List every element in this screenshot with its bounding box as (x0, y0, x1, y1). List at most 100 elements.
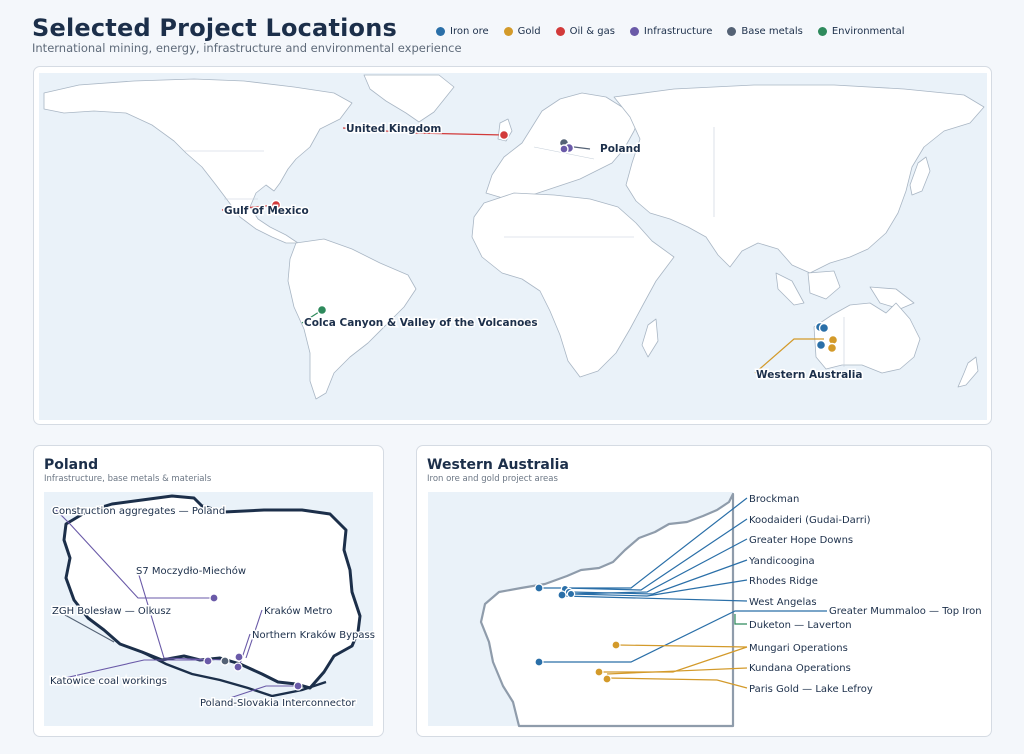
wa-label-paris: Paris Gold — Lake Lefroy (749, 684, 873, 695)
land-greenland (363, 74, 455, 123)
wa-coastline (479, 492, 735, 728)
wa-label-west-angelas: West Angelas (749, 597, 817, 608)
wa-label-duketon: Duketon — Laverton (749, 620, 852, 631)
wa-label-koodaideri: Koodaideri (Gudai-Darri) (749, 515, 871, 526)
pl-label-aggregates: Construction aggregates — Poland (52, 506, 225, 517)
wa-marker-kundana[interactable] (594, 667, 604, 677)
wa-map[interactable]: Brockman Koodaideri (Gudai-Darri) Greate… (417, 446, 993, 738)
legend: Iron ore Gold Oil & gas Infrastructure B… (436, 26, 905, 37)
legend-item-infrastructure: Infrastructure (629, 26, 713, 37)
legend-swatch (629, 27, 639, 36)
label-western-australia: Western Australia (756, 369, 862, 381)
land-sumatra (775, 272, 805, 306)
marker-uk[interactable] (498, 129, 510, 141)
pl-leader-zgh (55, 609, 115, 643)
pl-leader-interconnector (229, 685, 298, 699)
legend-label: Base metals (741, 26, 803, 37)
pl-label-katowice: Katowice coal workings (50, 676, 167, 687)
wa-leader-paris (606, 677, 748, 689)
leader-wa (754, 338, 824, 374)
land-japan (909, 156, 931, 196)
wa-leader-koodaideri (564, 518, 748, 591)
wa-label-brockman: Brockman (749, 494, 799, 505)
legend-item-oil-gas: Oil & gas (555, 26, 615, 37)
label-colca: Colca Canyon & Valley of the Volcanoes (304, 317, 538, 329)
land-south-america (287, 238, 417, 400)
land-borneo (807, 270, 841, 300)
wa-marker-west-angelas[interactable] (557, 590, 567, 600)
land-new-zealand (957, 356, 979, 388)
leader-gulf (221, 204, 277, 211)
page-title: Selected Project Locations (32, 14, 398, 42)
wa-label-mungari: Mungari Operations (749, 643, 848, 654)
marker-colca-canyon[interactable] (316, 304, 328, 316)
leader-uk (342, 127, 505, 136)
legend-label: Infrastructure (643, 26, 713, 37)
legend-label: Environmental (831, 26, 905, 37)
legend-item-base-metals: Base metals (727, 26, 803, 37)
wa-label-yandicoogina: Yandicoogina (748, 556, 815, 567)
wa-leader-kundana (606, 667, 748, 675)
land-north-america (43, 78, 353, 244)
marker-wa-iron-3[interactable] (815, 339, 827, 351)
pl-label-s7: S7 Moczydło-Miechów (136, 565, 246, 577)
wa-leader-duketon (734, 614, 747, 625)
legend-swatch (503, 27, 513, 36)
pl-marker-krakow-metro[interactable] (234, 652, 244, 662)
land-australia (813, 302, 921, 374)
wa-leader-rhodes (570, 579, 748, 597)
land-asia (613, 84, 985, 274)
legend-label: Gold (517, 26, 541, 37)
label-poland: Poland (600, 143, 641, 155)
legend-item-environmental: Environmental (817, 26, 905, 37)
marker-gulf-of-mexico[interactable] (270, 199, 282, 211)
legend-swatch (436, 27, 445, 36)
poland-title: Poland (44, 457, 99, 473)
wa-subtitle: Iron ore and gold project areas (427, 474, 558, 484)
legend-item-iron-ore: Iron ore (436, 26, 489, 37)
wa-label-mummaloo: Greater Mummaloo — Top Iron (829, 606, 982, 617)
pl-marker-katowice[interactable] (203, 656, 213, 666)
marker-wa-gold-2[interactable] (826, 342, 838, 354)
land-madagascar (641, 318, 659, 358)
pl-label-krakow-metro: Kraków Metro (264, 605, 332, 617)
label-gulf: Gulf of Mexico (224, 205, 309, 217)
pl-label-bypass: Northern Kraków Bypass (252, 629, 375, 641)
wa-leader-west-angelas (562, 595, 748, 602)
wa-leader-yandicoogina (570, 559, 748, 595)
legend-label: Oil & gas (569, 26, 615, 37)
wa-leader-mummaloo (539, 610, 827, 663)
pl-marker-zgh[interactable] (220, 656, 230, 666)
label-uk: United Kingdom (346, 123, 441, 135)
pl-label-interconnector: Poland-Slovakia Interconnector (200, 698, 356, 709)
western-australia-card: Western Australia Iron ore and gold proj… (416, 445, 992, 737)
legend-label: Iron ore (450, 26, 489, 37)
world-map[interactable]: United Kingdom Poland Gulf of Mexico Col… (34, 67, 993, 426)
legend-swatch (555, 27, 565, 36)
pl-leader-aggregates (55, 509, 214, 599)
poland-map[interactable]: Construction aggregates — Poland S7 Mocz… (34, 446, 385, 738)
wa-label-greater-hope: Greater Hope Downs (749, 535, 853, 546)
pl-marker-interconnector[interactable] (293, 681, 303, 691)
world-map-card: United Kingdom Poland Gulf of Mexico Col… (33, 66, 992, 425)
wa-title: Western Australia (427, 457, 569, 473)
legend-swatch (817, 27, 827, 36)
wa-leader-mungari (616, 644, 748, 648)
wa-marker-paris[interactable] (602, 674, 612, 684)
marker-wa-iron-2[interactable] (818, 322, 830, 334)
poland-outline (62, 494, 362, 690)
wa-leader-greater-hope (568, 538, 748, 595)
wa-marker-mummaloo[interactable] (534, 657, 544, 667)
wa-marker-duketon[interactable] (611, 640, 621, 650)
wa-marker-rhodes[interactable] (566, 589, 576, 599)
pl-marker-bypass[interactable] (233, 662, 243, 672)
legend-item-gold: Gold (503, 26, 541, 37)
wa-label-kundana: Kundana Operations (749, 663, 851, 674)
page-subtitle: International mining, energy, infrastruc… (32, 41, 462, 55)
wa-leader-mungari-2 (599, 646, 748, 673)
land-new-guinea (869, 286, 915, 310)
wa-marker-brockman[interactable] (534, 583, 544, 593)
marker-poland-3[interactable] (559, 144, 569, 154)
land-africa (471, 192, 675, 378)
pl-marker-aggregates[interactable] (209, 593, 219, 603)
